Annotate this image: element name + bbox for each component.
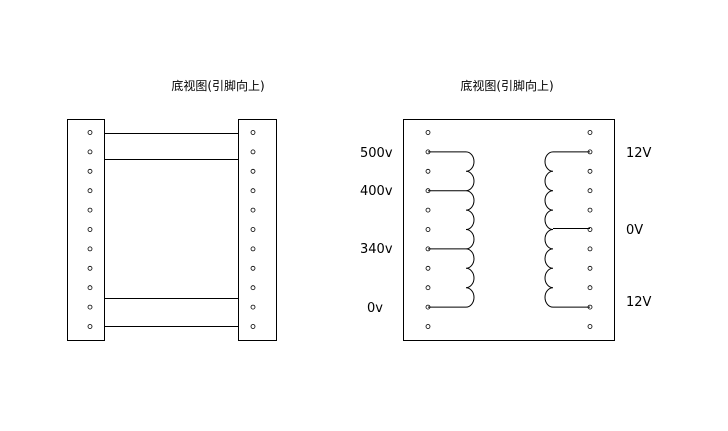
pin	[587, 227, 593, 232]
right-bottom-view: 底视图(引脚向上) 500v 400v 340v 0v 12V 0V 12V	[360, 78, 652, 341]
pin	[425, 304, 431, 310]
pin	[250, 188, 256, 194]
label-0v-center: 0V	[626, 223, 643, 238]
pin	[87, 130, 93, 135]
pins	[87, 130, 256, 329]
label-12v-bottom: 12V	[626, 295, 652, 310]
pin	[250, 246, 256, 252]
pin	[587, 149, 593, 155]
transformer-body	[403, 119, 615, 341]
pin	[425, 149, 431, 155]
pin	[87, 188, 93, 194]
secondary-coil	[544, 151, 590, 308]
primary-coil	[428, 151, 475, 308]
pin	[587, 207, 593, 213]
pin	[425, 188, 431, 194]
pin	[250, 207, 256, 213]
pin	[87, 246, 93, 252]
pin	[587, 285, 593, 291]
connecting-bars	[104, 133, 238, 327]
pin	[87, 149, 93, 155]
pin	[250, 324, 256, 329]
pin	[87, 324, 93, 329]
pin	[587, 265, 593, 271]
label-400v: 400v	[360, 184, 393, 199]
pin	[425, 168, 431, 174]
windings	[428, 151, 590, 308]
left-bottom-view: 底视图(引脚向上)	[67, 78, 277, 341]
pin	[425, 324, 431, 329]
pin	[425, 265, 431, 271]
left-pin-strip	[67, 119, 105, 341]
label-0v: 0v	[367, 301, 383, 316]
pin	[425, 246, 431, 252]
pin	[587, 168, 593, 174]
right-pin-strip	[238, 119, 277, 341]
pin	[250, 149, 256, 155]
pin	[87, 285, 93, 291]
pin	[250, 227, 256, 232]
right-title: 底视图(引脚向上)	[460, 78, 553, 93]
pin	[250, 168, 256, 174]
pin	[250, 304, 256, 310]
pin	[87, 265, 93, 271]
pin	[87, 168, 93, 174]
label-500v: 500v	[360, 146, 393, 161]
pin	[425, 130, 431, 135]
pin	[425, 227, 431, 232]
label-12v-top: 12V	[626, 146, 652, 161]
pin	[87, 207, 93, 213]
pin	[250, 130, 256, 135]
label-340v: 340v	[360, 242, 393, 257]
pin	[587, 304, 593, 310]
left-title: 底视图(引脚向上)	[171, 78, 264, 93]
pin	[87, 304, 93, 310]
pin	[87, 227, 93, 232]
pin	[425, 207, 431, 213]
pin	[587, 324, 593, 329]
pin	[425, 285, 431, 291]
pin	[587, 246, 593, 252]
pins	[425, 130, 593, 329]
pin	[250, 285, 256, 291]
pin	[250, 265, 256, 271]
pin	[587, 188, 593, 194]
pin	[587, 130, 593, 135]
